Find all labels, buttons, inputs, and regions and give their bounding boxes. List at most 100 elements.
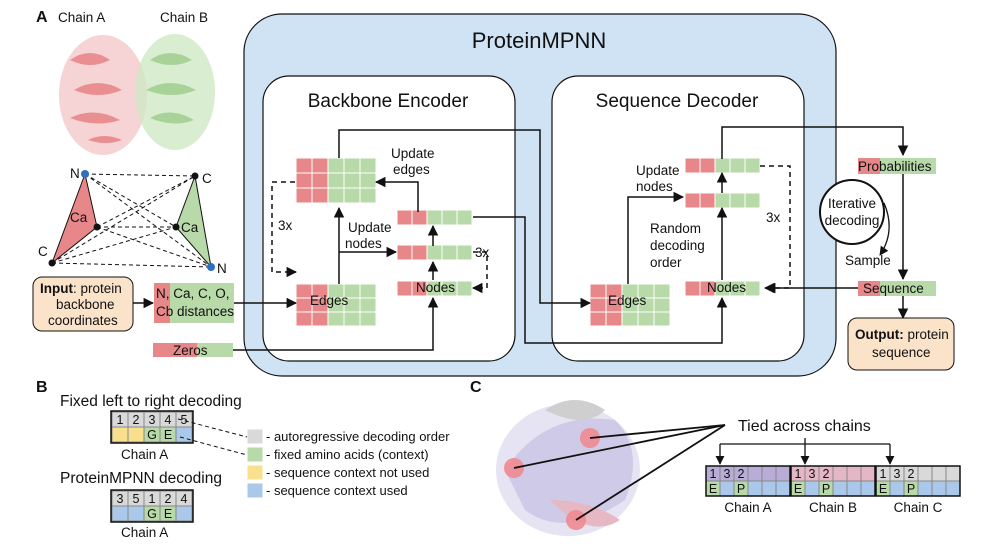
decoder-random-1: Random — [650, 221, 701, 236]
aa-letter: E — [164, 507, 172, 521]
matrix-cell — [295, 311, 313, 327]
decoder-update-nodes-2: nodes — [636, 179, 673, 194]
output-bold: Output: — [855, 327, 904, 342]
tied-order-cell — [931, 465, 947, 482]
tied-aa-cell — [889, 480, 905, 497]
matrix-cell — [411, 244, 428, 261]
matrix-cell — [359, 297, 377, 313]
tied-order-cell — [860, 465, 876, 482]
tied-chain-frame — [705, 465, 791, 497]
flow-arrows — [233, 126, 909, 351]
tied-order-cell — [747, 465, 763, 482]
tied-order-number: 2 — [908, 467, 915, 481]
order-number: 5 — [181, 413, 188, 427]
matrix-cell — [311, 187, 329, 204]
sequence-green — [880, 281, 936, 296]
tied-chain-label: Chain A — [724, 500, 771, 515]
output-box — [847, 317, 955, 371]
encoder-edges-matrix — [295, 283, 377, 327]
matrix-cell — [744, 192, 761, 209]
atom-c-left: C — [38, 244, 48, 259]
tied-aa-cell — [747, 480, 763, 497]
tied-chain-frame — [790, 465, 876, 497]
legend-label: - fixed amino acids (context) — [266, 447, 429, 462]
tied-order-cell — [832, 465, 848, 482]
aa-letter: G — [147, 428, 157, 442]
aa-cell — [175, 505, 193, 522]
tied-aa-cell — [931, 480, 947, 497]
matrix-cell — [714, 157, 731, 174]
matrix-cell — [295, 172, 313, 189]
tied-order-number: 1 — [880, 467, 887, 481]
tied-aa-cell — [775, 480, 791, 497]
matrix-cell — [411, 209, 428, 226]
legend-swatch — [247, 447, 263, 462]
tied-across-chains-label: Tied across chains — [738, 418, 871, 435]
zeros-vector-green — [197, 343, 233, 357]
legend-label: - sequence context used — [266, 483, 408, 498]
backbone-encoder-title: Backbone Encoder — [308, 91, 469, 112]
matrix-cell — [456, 280, 473, 297]
encoder-edges-top-matrix — [295, 157, 377, 204]
order-number: 3 — [149, 413, 156, 427]
matrix-cell — [684, 192, 701, 209]
decoder-repeat: 3x — [766, 210, 781, 225]
matrix-cell — [327, 187, 345, 204]
matrix-cell — [396, 280, 413, 297]
matrix-cell — [343, 311, 361, 327]
tied-aa-cell — [917, 480, 933, 497]
tied-aa-cell — [832, 480, 848, 497]
decoder-nodes-label: Nodes — [707, 280, 746, 295]
tied-aa-letter: E — [794, 482, 802, 496]
tied-order-cell — [945, 465, 961, 482]
aa-cell — [175, 426, 193, 443]
output-rest: protein — [904, 327, 949, 342]
order-number: 5 — [133, 492, 140, 506]
tied-aa-cell — [761, 480, 777, 497]
matrix-cell — [653, 283, 671, 299]
matrix-cell — [396, 209, 413, 226]
grid-frame — [110, 410, 194, 444]
proteinmpnn-title: ProteinMPNN — [472, 28, 606, 53]
decoder-node-vector-mid — [684, 192, 761, 209]
distances-matrix — [154, 283, 234, 323]
order-number: 1 — [117, 413, 124, 427]
tied-aa-cell — [804, 480, 820, 497]
matrix-cell — [699, 157, 716, 174]
sequence-label: Sequence — [863, 281, 924, 296]
decoder-random-3: order — [650, 255, 682, 270]
atom-n-left: N — [70, 166, 80, 181]
matrix-cell — [343, 157, 361, 174]
tied-order-number: 3 — [894, 467, 901, 481]
matrix-cell — [359, 283, 377, 299]
probabilities-green — [880, 158, 936, 174]
distances-line2: Cb distances — [156, 304, 234, 319]
panel-b-legend: - autoregressive decoding order- fixed a… — [247, 429, 450, 498]
iterative-decoding-circle — [819, 179, 885, 245]
panel-label-b: B — [36, 379, 48, 396]
matrix-cell — [327, 172, 345, 189]
matrix-cell — [295, 157, 313, 174]
matrix-cell — [699, 192, 716, 209]
iterative-label-2: decoding — [825, 213, 880, 228]
distances-line1: N, Ca, C, O, — [156, 286, 230, 301]
matrix-cell — [359, 172, 377, 189]
panel-label-c: C — [470, 379, 482, 396]
aa-letter: G — [147, 507, 157, 521]
structure-chain-b-label: Chain B — [160, 10, 208, 25]
tied-order-cell — [917, 465, 933, 482]
zeros-label: Zeros — [173, 343, 208, 358]
tied-chain-label: Chain C — [894, 500, 943, 515]
aa-cell — [127, 505, 145, 522]
decoder-update-nodes-1: Update — [636, 163, 680, 178]
decoder-nodes-vector — [684, 280, 761, 297]
matrix-cell — [744, 157, 761, 174]
matrix-cell — [589, 311, 607, 327]
legend-swatch — [247, 483, 263, 498]
matrix-cell — [359, 157, 377, 174]
matrix-cell — [311, 172, 329, 189]
sample-label: Sample — [845, 253, 891, 268]
tied-order-number: 3 — [724, 467, 731, 481]
